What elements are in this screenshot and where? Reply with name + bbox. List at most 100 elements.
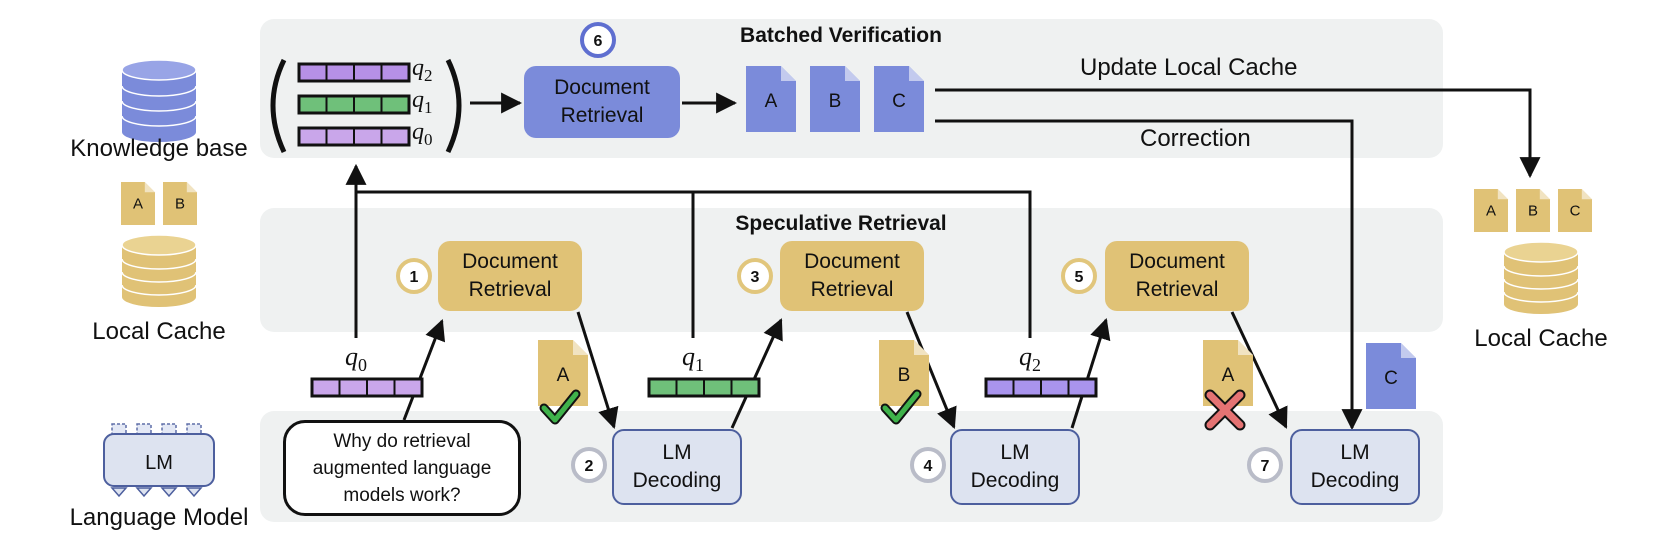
decoding-2-line-2: Decoding	[632, 469, 722, 492]
retrieved-doc-3-A: A	[1203, 340, 1253, 406]
query-vector-q0	[310, 377, 424, 398]
retrieval-1-line-2: Retrieval	[468, 278, 552, 301]
step-circle-6: 6	[580, 22, 616, 58]
decoding-4-to-retrieval-5-arrow	[1070, 317, 1111, 429]
batched-vector-q1	[297, 94, 411, 115]
batched-q0-text: q0	[412, 119, 433, 149]
left-cache-doc-A: A	[121, 182, 155, 225]
batched-doc-A-letter: A	[765, 91, 778, 112]
step-circle-5-number: 5	[1075, 269, 1084, 286]
right-cache-doc-B-letter: B	[1528, 203, 1538, 220]
right-cache-doc-B: B	[1516, 189, 1550, 232]
correction-doc: C	[1366, 343, 1416, 409]
update-local-cache-arrow	[935, 88, 1541, 179]
right-cache-doc-A: A	[1474, 189, 1508, 232]
batched-q1-text: q1	[412, 87, 433, 117]
language-model-label: Language Model	[69, 504, 249, 531]
step-circle-1: 1	[396, 258, 432, 294]
q0-symbol: q	[345, 342, 358, 371]
correction-doc-letter: C	[1384, 368, 1398, 389]
retrieved-doc-2-B-check-icon	[882, 391, 920, 423]
step-circle-7: 7	[1247, 447, 1283, 483]
retrieval-3-line-2: Retrieval	[810, 278, 894, 301]
question-line-2: augmented language	[312, 457, 492, 479]
step-circle-3-number: 3	[751, 269, 760, 286]
batched-doc-C-letter: C	[892, 91, 906, 112]
retrieved-doc-2-B: B	[879, 340, 929, 406]
decoding-7-line-2: Decoding	[1310, 469, 1400, 492]
decoding-4-line-2: Decoding	[970, 469, 1060, 492]
q0-subscript: 0	[358, 355, 367, 376]
language-model-panel	[260, 411, 1443, 522]
decoding-4-line-1: LM	[1000, 441, 1030, 464]
q1-symbol: q	[682, 342, 695, 371]
decoding-7-line-1: LM	[1340, 441, 1370, 464]
question-line-1: Why do retrieval	[333, 430, 471, 452]
retrieved-doc-1-A-letter: A	[557, 365, 570, 386]
retrieval-1-line-1: Document	[462, 250, 558, 273]
question-to-retrieval-1-arrow	[402, 319, 446, 421]
query-label-q2: q2	[1019, 342, 1041, 376]
batched-doc-B: B	[810, 66, 860, 132]
update-local-cache-label: Update Local Cache	[1080, 54, 1298, 81]
batched-vector-q2	[297, 62, 411, 83]
correction-label: Correction	[1140, 125, 1251, 152]
right-cache-doc-C: C	[1558, 189, 1592, 232]
batched-doc-C: C	[874, 66, 924, 132]
step-circle-2: 2	[571, 447, 607, 483]
right-cache-doc-A-letter: A	[1486, 203, 1496, 220]
retrieval-1-to-decoding-2-arrow	[576, 311, 619, 430]
right-cache-doc-C-letter: C	[1570, 203, 1581, 220]
updated-local-cache-database-icon	[1503, 241, 1579, 314]
left-cache-doc-B-letter: B	[175, 196, 185, 213]
batched-retrieval-line-1: Document	[554, 76, 650, 99]
left-cache-doc-B: B	[163, 182, 197, 225]
step-circle-1-number: 1	[410, 269, 419, 286]
step-circle-2-number: 2	[585, 458, 594, 475]
q2-subscript: 2	[1032, 355, 1041, 376]
batched-doc-B-letter: B	[829, 91, 842, 112]
lm-chip-label: LM	[145, 452, 173, 474]
batched-query-q0: q0	[412, 119, 433, 150]
retrieval-5-line-1: Document	[1129, 250, 1225, 273]
batched-retrieval-line-2: Retrieval	[560, 104, 644, 127]
batched-verification-title: Batched Verification	[740, 24, 942, 47]
batched-q2-text: q2	[412, 55, 433, 85]
query-vector-q1	[647, 377, 761, 398]
retrieval-3-to-decoding-4-arrow	[905, 311, 957, 429]
query-label-q1: q1	[682, 342, 704, 376]
knowledge-base-label: Knowledge base	[70, 135, 248, 162]
q2-symbol: q	[1019, 342, 1032, 371]
batched-query-q2: q2	[412, 55, 433, 86]
retrieved-doc-3-A-cross-icon	[1206, 391, 1244, 429]
step-circle-7-number: 7	[1261, 458, 1270, 475]
step-circle-6-number: 6	[594, 33, 603, 50]
batched-query-q1: q1	[412, 87, 433, 118]
retrieved-doc-3-A-letter: A	[1222, 365, 1235, 386]
query-vector-q2	[984, 377, 1098, 398]
speculative-retrieval-title: Speculative Retrieval	[735, 212, 947, 235]
correction-arrow	[935, 119, 1363, 431]
updated-local-cache-docs: A B C	[1474, 189, 1592, 232]
batched-vector-q0	[297, 126, 411, 147]
step-circle-4: 4	[910, 447, 946, 483]
question-line-3: models work?	[343, 484, 461, 506]
retrieved-doc-1-A-check-icon	[541, 391, 579, 423]
correction-doc-c: C	[1366, 343, 1416, 409]
retrieved-doc-1-A: A	[538, 340, 588, 406]
query-label-q0: q0	[345, 342, 367, 376]
decoding-2-line-1: LM	[662, 441, 692, 464]
lm-decoding-step-4: LM Decoding	[950, 429, 1080, 505]
left-cache-doc-A-letter: A	[133, 196, 143, 213]
retrieved-doc-2-B-letter: B	[898, 365, 911, 386]
decoding-2-to-retrieval-3-arrow	[730, 318, 783, 429]
local-cache-database-icon	[121, 234, 197, 307]
local-cache-label: Local Cache	[92, 318, 226, 345]
lm-decoding-step-2: LM Decoding	[612, 429, 742, 505]
batched-doc-A: A	[746, 66, 796, 132]
